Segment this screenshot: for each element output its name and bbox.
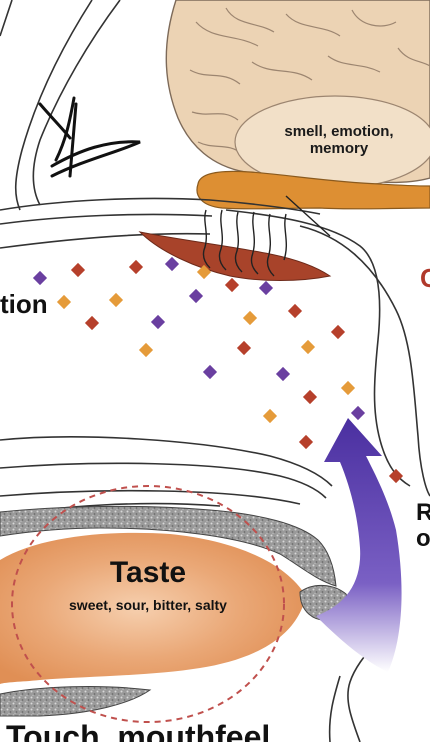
brain-label-line1: smell, emotion, [284,123,394,140]
odorant [388,468,404,484]
right-cut-label-bottom: R o [416,499,430,553]
odorant [287,303,303,319]
odorant [330,324,346,340]
palate [0,505,337,587]
brain [165,0,430,189]
odorant [70,262,86,278]
odorant [32,270,48,286]
tongue-underside [0,686,152,717]
taste-title: Taste [109,556,187,589]
eye-icon [38,96,141,178]
brain-label: smell, emotion, memory [246,123,430,157]
right-cut-label-top: C [420,263,430,293]
nasal-passage [0,0,430,497]
odorant [128,259,144,275]
retronasal-arrow-icon [316,418,402,672]
odorant [258,280,274,296]
odorant [224,277,240,293]
right-cut-label-bottom-line2: o [416,525,430,553]
odorant [298,434,314,450]
bottom-label: Touch, mouthfeel [6,719,271,742]
odorant [350,405,366,421]
odorant [262,408,278,424]
odorant [196,264,212,280]
odorant [56,294,72,310]
odorant [164,256,180,272]
taste-circle [11,485,285,723]
odorant [275,366,291,382]
odorant [108,292,124,308]
odorant [300,339,316,355]
odorant [188,288,204,304]
odorant [236,340,252,356]
odorant [340,380,356,396]
odorant [202,364,218,380]
odorant [242,310,258,326]
brain-label-line2: memory [309,139,369,157]
odorant [150,314,166,330]
odorant [84,315,100,331]
olfactory-epithelium [138,195,332,281]
odorant [302,389,318,405]
right-cut-label-bottom-line1: R [416,499,430,526]
taste-subtitle: sweet, sour, bitter, salty [69,597,227,613]
odorant-molecules [32,256,404,484]
olfactory-bulb [196,170,430,210]
tongue [0,532,306,684]
left-cut-label: tion [0,289,48,319]
odorant [138,342,154,358]
